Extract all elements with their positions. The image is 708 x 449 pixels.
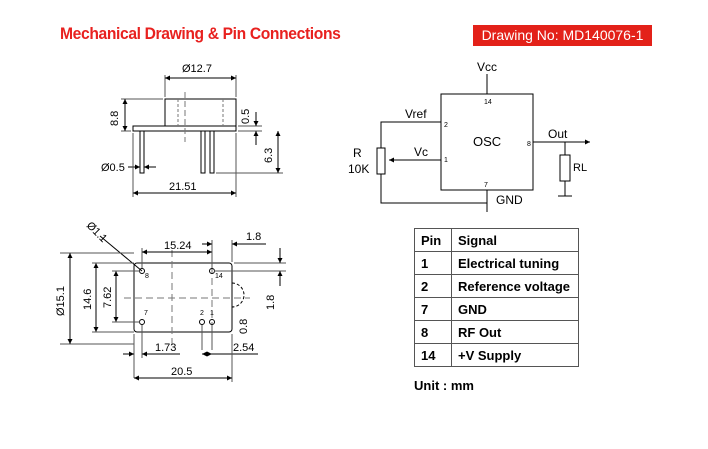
pin-table-header: Pin Signal xyxy=(414,228,579,252)
schematic-pin-1: 1 xyxy=(444,157,448,164)
schematic-pin-8: 8 xyxy=(527,141,531,148)
can-body xyxy=(164,98,237,127)
dim-hole: Ø1.1 xyxy=(84,220,109,245)
dim-lead-length: 6.3 xyxy=(263,148,275,163)
pin-label-8: 8 xyxy=(145,273,149,280)
dim-height: 8.8 xyxy=(109,111,121,126)
schematic-pin-14: 14 xyxy=(484,99,492,106)
gnd-label: GND xyxy=(496,193,523,207)
bottom-view xyxy=(60,235,286,382)
pin-7 xyxy=(139,319,145,325)
pin-1 xyxy=(209,319,215,325)
table-row: 1 Electrical tuning xyxy=(414,251,579,275)
schematic-pin-2: 2 xyxy=(444,122,448,129)
lead-right xyxy=(209,130,215,174)
table-row: 8 RF Out xyxy=(414,320,579,344)
pin-2 xyxy=(199,319,205,325)
vref-wire xyxy=(380,121,441,148)
base-outline xyxy=(133,262,233,333)
pin-label-1: 1 xyxy=(210,310,214,317)
dim-total-width: 20.5 xyxy=(171,366,192,378)
vc-label: Vc xyxy=(414,145,428,159)
dim-body-height: 14.6 xyxy=(82,289,94,310)
rl-label: RL xyxy=(573,162,587,174)
dim-pin-gap: 0.8 xyxy=(238,319,250,334)
vref-label: Vref xyxy=(405,107,427,121)
dim-can-diameter: Ø12.7 xyxy=(182,63,212,75)
osc-label: OSC xyxy=(473,134,501,149)
dim-right-offset: 2.54 xyxy=(233,342,254,354)
pin-cell: 7 xyxy=(414,297,452,321)
signal-cell: Electrical tuning xyxy=(451,251,579,275)
pin-cell: 14 xyxy=(414,343,452,367)
dim-left-offset: 1.73 xyxy=(155,342,176,354)
signal-cell: GND xyxy=(451,297,579,321)
pin-label-14: 14 xyxy=(215,273,223,280)
pin-cell: 2 xyxy=(414,274,452,298)
lead-mid xyxy=(200,130,206,174)
dim-body-diameter: Ø15.1 xyxy=(55,286,67,316)
schematic xyxy=(376,74,590,212)
potentiometer xyxy=(376,147,386,175)
table-row: 7 GND xyxy=(414,297,579,321)
header-signal: Signal xyxy=(451,228,579,252)
page-title: Mechanical Drawing & Pin Connections xyxy=(60,24,341,43)
signal-cell: Reference voltage xyxy=(451,274,579,298)
dim-flange: 0.5 xyxy=(240,109,252,124)
table-row: 2 Reference voltage xyxy=(414,274,579,298)
dim-lead-diameter: Ø0.5 xyxy=(101,162,125,174)
dim-width: 21.51 xyxy=(169,181,197,193)
pin-cell: 1 xyxy=(414,251,452,275)
lead-left xyxy=(139,130,145,174)
dim-pin-row-offset: 1.8 xyxy=(265,295,277,310)
load-resistor xyxy=(559,154,571,182)
r-label: R xyxy=(353,146,362,160)
body-arc xyxy=(231,282,245,308)
table-row: 14 +V Supply xyxy=(414,343,579,367)
pin-label-7: 7 xyxy=(144,310,148,317)
out-label: Out xyxy=(548,127,568,141)
gnd-wire xyxy=(380,174,488,204)
pin-cell: 8 xyxy=(414,320,452,344)
dim-row-spacing: 7.62 xyxy=(102,287,114,308)
unit-note: Unit : mm xyxy=(414,378,474,393)
pin-label-2: 2 xyxy=(200,310,204,317)
dim-edge-offset: 1.8 xyxy=(246,231,261,243)
drawing-number-badge: Drawing No: MD140076-1 xyxy=(473,25,652,46)
r-value-label: 10K xyxy=(348,162,369,176)
vcc-label: Vcc xyxy=(477,60,497,74)
side-view xyxy=(121,75,283,197)
schematic-pin-7: 7 xyxy=(484,182,488,189)
dim-pin-spacing: 15.24 xyxy=(164,240,192,252)
pin-table: Pin Signal 1 Electrical tuning 2 Referen… xyxy=(414,228,579,367)
signal-cell: RF Out xyxy=(451,320,579,344)
header-pin: Pin xyxy=(414,228,452,252)
signal-cell: +V Supply xyxy=(451,343,579,367)
